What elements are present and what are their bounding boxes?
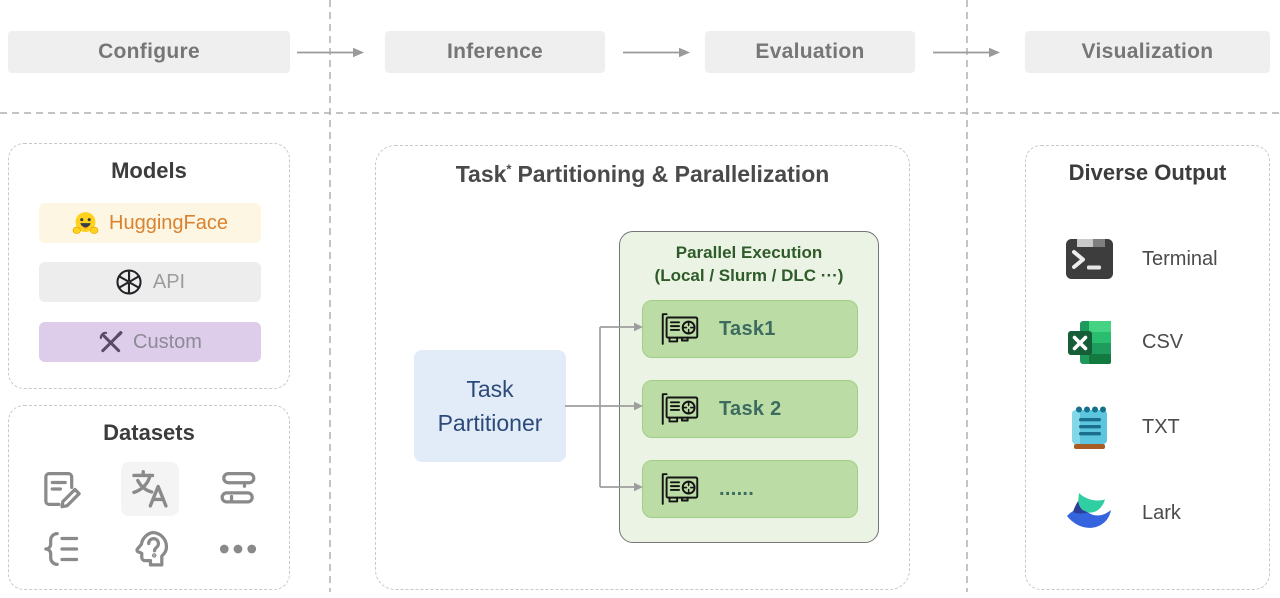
title-asterisk: * [506, 161, 512, 177]
arrow-right-icon [297, 47, 364, 58]
gpu-card-icon [661, 393, 699, 425]
gpu-card-icon [661, 313, 699, 345]
title-rest: Partitioning & Parallelization [517, 161, 830, 187]
notepad-icon [1071, 406, 1107, 449]
title-task: Task [455, 161, 507, 187]
translate-icon [121, 462, 179, 516]
output-label: TXT [1142, 415, 1180, 438]
stage-configure: Configure [8, 31, 290, 73]
datasets-panel: Datasets [8, 405, 290, 590]
task-label: Task1 [719, 317, 776, 340]
datasets-title: Datasets [103, 420, 195, 445]
books-icon [209, 462, 267, 516]
exam-edit-icon [33, 462, 91, 516]
output-title: Diverse Output [1068, 160, 1227, 185]
model-row-custom: Custom [39, 322, 261, 362]
output-row-csv: CSV [1058, 315, 1243, 369]
psychology-icon [121, 522, 179, 576]
task-partitioner-line2: Partitioner [437, 410, 543, 436]
task-label: Task 2 [719, 397, 782, 420]
branch-arrows [565, 322, 643, 492]
task-partitioner-box: Task Partitioner [414, 350, 566, 462]
task-box-more: ...... [642, 460, 858, 518]
datasets-icon-grid [9, 462, 291, 582]
output-label: Terminal [1142, 247, 1218, 270]
partitioning-title: Task* Partitioning & Parallelization [376, 161, 909, 188]
arrow-right-icon [933, 47, 1000, 58]
task-box-1: Task1 [642, 300, 858, 358]
stage-inference: Inference [385, 31, 605, 73]
arrow-right-icon [623, 47, 690, 58]
model-label: API [152, 270, 186, 293]
output-row-lark: Lark [1058, 486, 1243, 540]
output-label: Lark [1142, 501, 1181, 524]
parallel-execution-box: Parallel Execution (Local / Slurm / DLC … [619, 231, 879, 543]
parallel-execution-title: Parallel Execution (Local / Slurm / DLC … [620, 242, 878, 288]
terminal-icon [1065, 239, 1113, 279]
huggingface-icon [72, 211, 99, 234]
stage-visualization: Visualization [1025, 31, 1270, 73]
model-row-huggingface: HuggingFace [39, 203, 261, 243]
partitioning-panel: Task*Partitioning & Parallelization Task… [375, 145, 910, 590]
output-row-txt: TXT [1058, 400, 1243, 454]
output-label: CSV [1142, 330, 1184, 353]
model-label: Custom [133, 330, 202, 353]
excel-icon [1067, 320, 1111, 364]
output-row-terminal: Terminal [1058, 232, 1243, 286]
parallel-title-line2: (Local / Slurm / DLC ···) [654, 265, 844, 285]
ellipsis-icon [209, 522, 267, 576]
task-label: ...... [719, 477, 755, 500]
brace-list-icon [33, 522, 91, 576]
model-row-api: API [39, 262, 261, 302]
openai-icon [116, 269, 142, 295]
models-panel: Models HuggingFace [8, 143, 290, 389]
output-panel: Diverse Output Terminal [1025, 145, 1270, 590]
models-title: Models [111, 158, 187, 183]
tools-icon [99, 330, 123, 352]
parallel-title-line1: Parallel Execution [675, 243, 823, 262]
task-partitioner-line1: Task [466, 375, 514, 402]
model-label: HuggingFace [109, 211, 228, 234]
task-box-2: Task 2 [642, 380, 858, 438]
stage-evaluation: Evaluation [705, 31, 915, 73]
lark-icon [1067, 493, 1111, 528]
gpu-card-icon [661, 473, 699, 505]
